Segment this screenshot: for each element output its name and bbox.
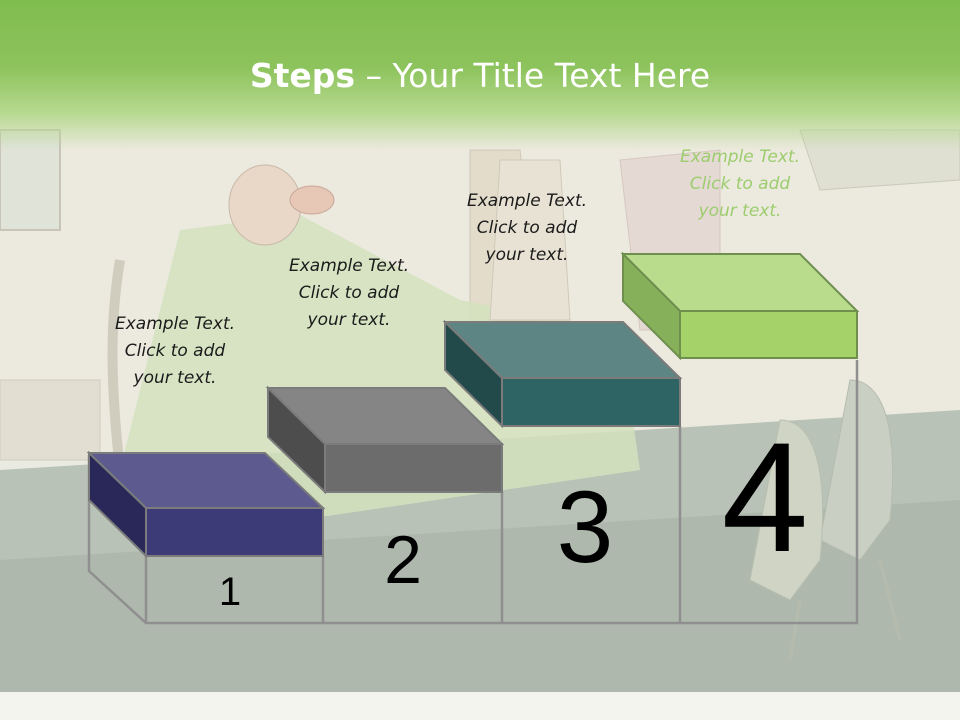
slide-title[interactable]: Steps – Your Title Text Here (0, 54, 960, 98)
bottom-strip (0, 692, 960, 720)
step-4-box[interactable] (620, 251, 860, 361)
caption-line: Example Text. (114, 314, 236, 334)
caption-line: Click to add (298, 283, 400, 303)
caption-line: Click to add (689, 174, 791, 194)
caption-line: your text. (307, 310, 391, 330)
step-4-caption[interactable]: Example Text. Click to add your text. (655, 144, 825, 225)
step-1-caption[interactable]: Example Text. Click to add your text. (90, 311, 260, 392)
step-3-caption[interactable]: Example Text. Click to add your text. (442, 188, 612, 269)
title-strong: Steps (249, 56, 356, 95)
caption-line: Click to add (124, 341, 226, 361)
caption-line: your text. (485, 245, 569, 265)
caption-line: Example Text. (466, 191, 588, 211)
step-2-box[interactable] (265, 385, 505, 495)
caption-line: Example Text. (288, 256, 410, 276)
step-number-2: 2 (384, 522, 422, 598)
step-number-4: 4 (721, 411, 809, 585)
step-number-3: 3 (556, 470, 614, 584)
step-2-caption[interactable]: Example Text. Click to add your text. (264, 253, 434, 334)
caption-line: your text. (133, 368, 217, 388)
caption-line: your text. (698, 201, 782, 221)
title-band (0, 0, 960, 150)
title-rest: – Your Title Text Here (355, 56, 711, 95)
caption-line: Click to add (476, 218, 578, 238)
step-1-box[interactable] (86, 450, 326, 559)
step-3-box[interactable] (442, 319, 683, 429)
step-number-1: 1 (218, 570, 242, 614)
caption-line: Example Text. (679, 147, 801, 167)
